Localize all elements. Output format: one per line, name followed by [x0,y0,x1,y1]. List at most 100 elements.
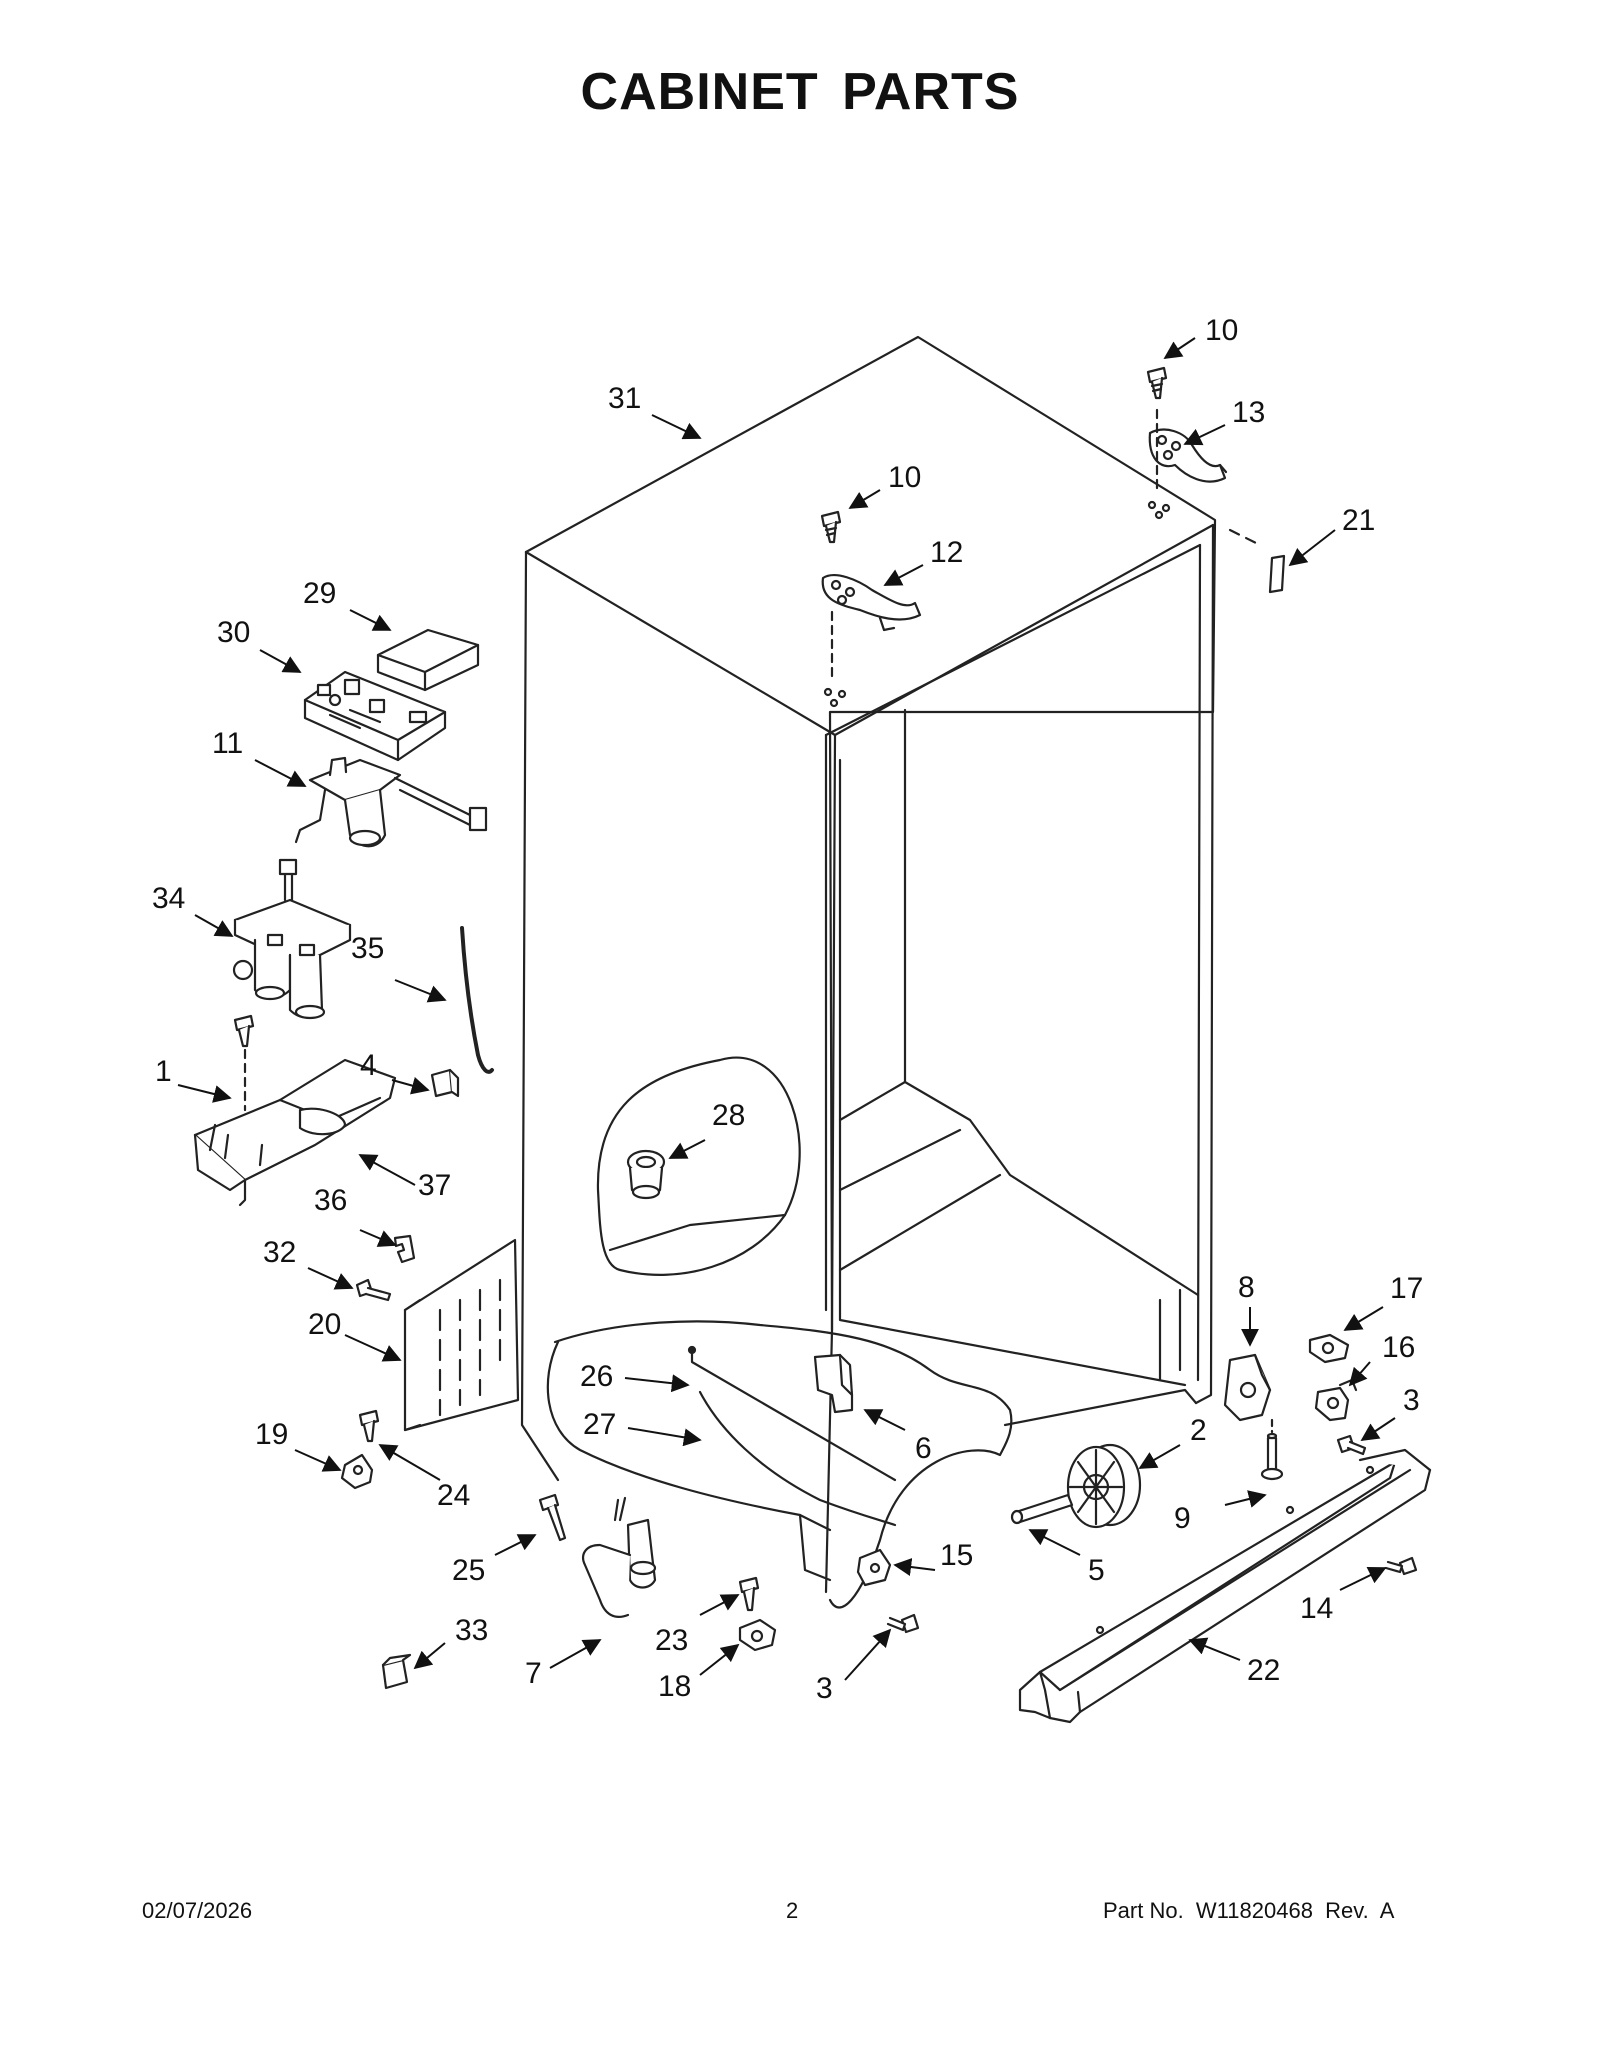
leader-arrows [177,337,1396,1681]
hinge-part-13 [1148,428,1228,483]
cutaway-window-upper [596,1056,801,1276]
arrow-34 [194,914,234,937]
clip-part-6 [813,1353,854,1414]
callout-32: 32 [263,1236,296,1269]
callout-6: 6 [915,1432,932,1465]
valve-part-11 [294,756,488,848]
bracket-part-18 [738,1618,777,1652]
tube-part-35 [460,926,494,1074]
arrow-18 [699,1643,740,1676]
arrow-20 [344,1334,402,1362]
arrow-3a [1360,1417,1396,1441]
screw-part-10-mid [820,510,842,544]
bracket-part-17 [1308,1333,1350,1364]
hinge-part-12 [821,573,922,632]
screw-part-3-right [1336,1434,1367,1456]
arrow-37 [358,1154,416,1186]
callout-21: 21 [1342,504,1375,537]
water-valve-part-34 [232,858,352,1020]
arrow-22 [1188,1637,1241,1661]
screw-part-3-bottom [886,1613,920,1634]
callout-22: 22 [1247,1654,1280,1687]
callout-35: 35 [351,932,384,965]
callout-29: 29 [303,577,336,610]
callout-33: 33 [455,1614,488,1647]
arrow-2 [1138,1444,1181,1469]
arrow-14 [1339,1567,1387,1591]
arrow-36 [359,1229,397,1247]
arrow-31 [651,414,702,440]
callout-3a: 3 [1403,1384,1420,1417]
arrow-3b [844,1628,892,1681]
callout-24: 24 [437,1479,470,1512]
arrow-27 [627,1427,702,1447]
bracket-part-8 [1223,1353,1272,1422]
callout-3b: 3 [816,1672,833,1705]
page-title: CABINET PARTS [580,63,1020,121]
callout-36: 36 [314,1184,347,1217]
arrow-15 [893,1558,936,1576]
callout-14: 14 [1300,1592,1333,1625]
arrow-19 [294,1449,342,1472]
callout-18: 18 [658,1670,691,1703]
arrow-9 [1224,1490,1267,1508]
screw-part-1 [233,1014,255,1048]
wheel-part-2 [1066,1443,1142,1529]
grille-part-20 [403,1238,520,1432]
footer-part-number: Part No. W11820468 Rev. A [1103,1898,1395,1923]
screw-part-23 [738,1576,760,1612]
screw-part-10-top [1146,366,1168,400]
arrow-16 [1348,1361,1371,1387]
callout-17: 17 [1390,1272,1423,1305]
callout-2: 2 [1190,1414,1207,1447]
callout-27: 27 [583,1408,616,1441]
grommet-part-28 [626,1149,666,1200]
control-board-part-30 [303,670,447,762]
thermistor-wire-parts-26-27 [687,1345,897,1527]
pin-part-9 [1260,1432,1284,1481]
callout-25: 25 [452,1554,485,1587]
cover-part-29 [376,628,480,692]
base-rail-part-22 [1018,1448,1432,1724]
bracket-part-16 [1314,1378,1358,1422]
arrow-5 [1028,1529,1081,1556]
callout-20: 20 [308,1308,341,1341]
callout-4: 4 [360,1049,377,1082]
callout-16: 16 [1382,1331,1415,1364]
bracket-part-19 [340,1453,374,1490]
callout-12: 12 [930,536,963,569]
callout-28: 28 [712,1099,745,1132]
arrow-30 [259,649,302,673]
arrow-7 [549,1639,602,1669]
callout-8: 8 [1238,1271,1255,1304]
cabinet-shell [520,335,1217,1594]
callout-37: 37 [418,1169,451,1202]
callout-30: 30 [217,616,250,649]
callout-13: 13 [1232,396,1265,429]
callout-1: 1 [155,1055,172,1088]
arrow-10b [848,489,881,509]
dash-line-21 [1228,528,1262,547]
arrow-13 [1183,424,1226,446]
axle-part-5 [1010,1493,1074,1525]
arrow-33 [413,1642,446,1670]
arrow-28 [668,1139,706,1159]
screw-part-25 [538,1493,567,1542]
callout-31: 31 [608,382,641,415]
tube-part-21 [1268,554,1286,594]
arrow-23 [699,1594,740,1616]
arrow-21 [1288,529,1336,567]
screw-part-32 [355,1278,392,1302]
callout-10b: 10 [888,461,921,494]
callout-15: 15 [940,1539,973,1572]
callout-10a: 10 [1205,314,1238,347]
arrow-6 [863,1409,906,1431]
arrow-4 [391,1076,430,1095]
footer-page-number: 2 [786,1898,799,1923]
callout-34: 34 [152,882,185,915]
cutaway-window-lower [546,1320,1013,1609]
screw-part-14 [1384,1556,1418,1576]
drain-part-7 [582,1498,657,1618]
arrow-35 [394,979,447,1003]
